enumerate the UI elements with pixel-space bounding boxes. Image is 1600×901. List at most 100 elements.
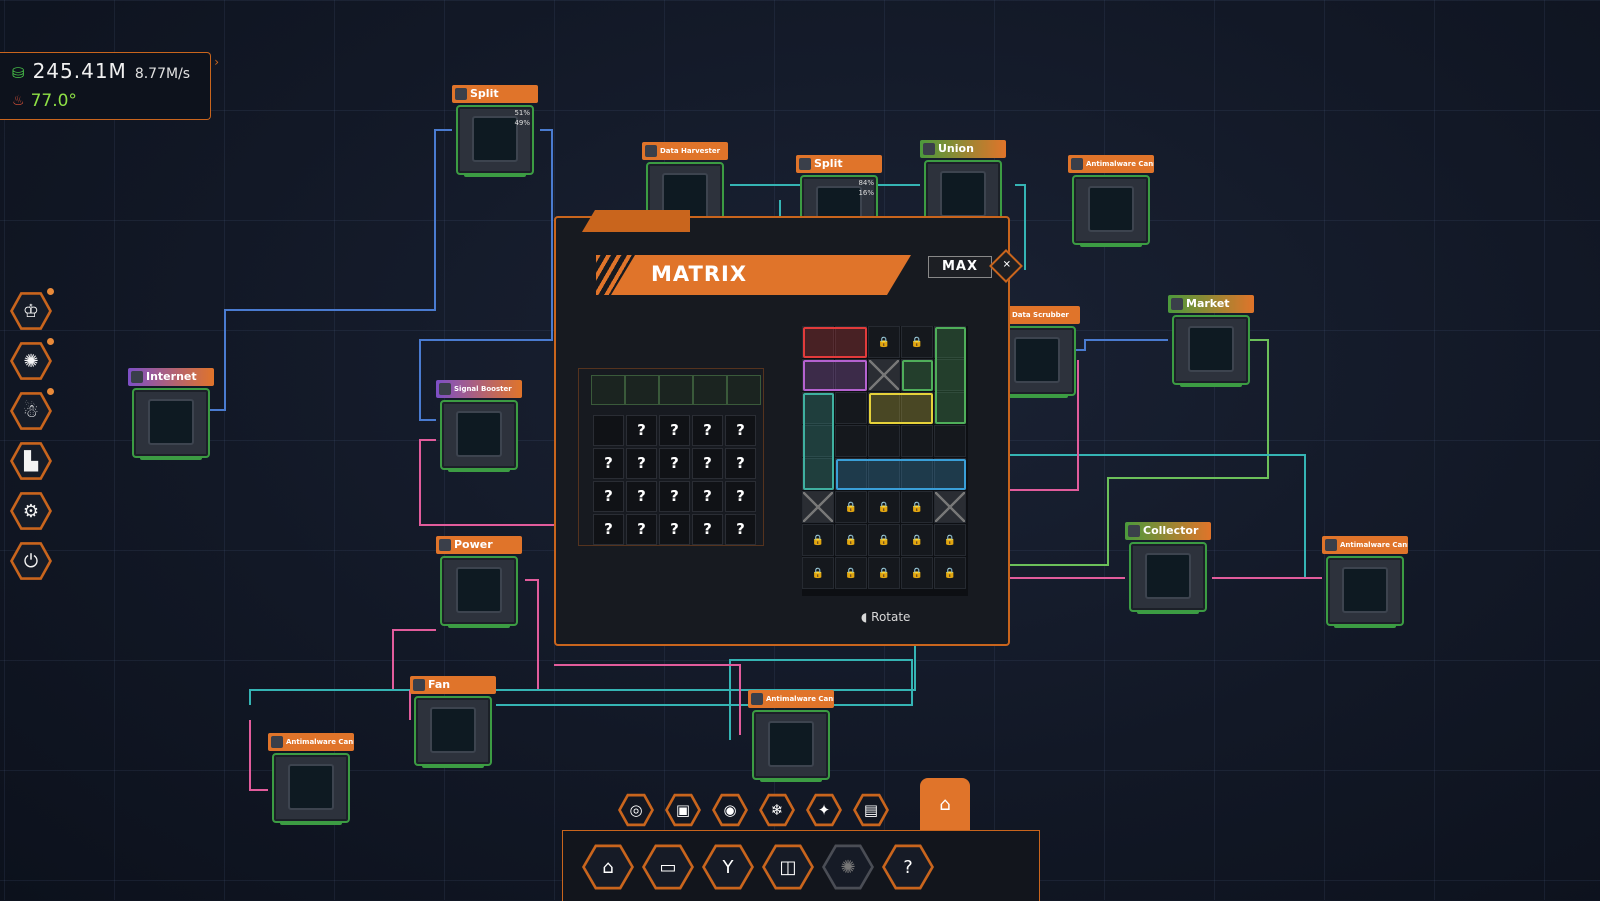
node-antimalware-1[interactable]: Antimalware Cannon: [1068, 155, 1154, 247]
matrix-slot[interactable]: [802, 326, 834, 358]
locked-slot[interactable]: 🔒: [835, 491, 867, 523]
node-label: Antimalware Cannon: [1086, 160, 1154, 168]
locked-slot[interactable]: 🔒: [901, 557, 933, 589]
node-signal-booster[interactable]: Signal Booster: [436, 380, 522, 472]
matrix-slot[interactable]: [901, 425, 933, 457]
node-power[interactable]: Power: [436, 536, 522, 628]
placed-chip[interactable]: [902, 360, 933, 391]
toolbar-button[interactable]: Y: [702, 842, 754, 892]
node-market[interactable]: Market: [1168, 295, 1254, 387]
node-fan[interactable]: Fan: [410, 676, 496, 768]
matrix-slot[interactable]: [901, 458, 933, 490]
node-antimalware-4[interactable]: Antimalware Cannon: [748, 690, 834, 782]
placed-chip[interactable]: [803, 360, 867, 391]
locked-slot[interactable]: 🔒: [868, 557, 900, 589]
toolbar-button[interactable]: ⌂: [582, 842, 634, 892]
category-button[interactable]: ❄: [759, 792, 795, 828]
matrix-slot[interactable]: [802, 425, 834, 457]
unknown-chip-slot[interactable]: ?: [659, 514, 690, 545]
side-menu-button[interactable]: ⚙: [10, 490, 52, 532]
side-menu-button[interactable]: ▙: [10, 440, 52, 482]
placed-chip[interactable]: [869, 393, 933, 424]
side-menu-button[interactable]: ☃: [10, 388, 54, 432]
toolbar-selected-shop[interactable]: ⌂: [920, 778, 970, 830]
locked-slot[interactable]: 🔒: [802, 557, 834, 589]
filter-slot[interactable]: [727, 375, 761, 405]
locked-slot[interactable]: 🔒: [868, 326, 900, 358]
category-button[interactable]: ✦: [806, 792, 842, 828]
side-menu-button[interactable]: ⏻: [10, 540, 52, 582]
matrix-slot[interactable]: [868, 392, 900, 424]
unknown-chip-slot[interactable]: ?: [626, 415, 657, 446]
unknown-chip-slot[interactable]: ?: [659, 448, 690, 479]
locked-slot[interactable]: 🔒: [835, 557, 867, 589]
node-antimalware-3[interactable]: Antimalware Cannon: [268, 733, 354, 825]
blocked-slot[interactable]: [802, 491, 834, 523]
locked-slot[interactable]: 🔒: [868, 524, 900, 556]
side-menu-button[interactable]: ✺: [10, 338, 54, 382]
placed-chip[interactable]: [803, 327, 867, 358]
node-internet[interactable]: Internet: [128, 368, 214, 460]
filter-slot[interactable]: [625, 375, 659, 405]
unknown-chip-slot[interactable]: ?: [725, 415, 756, 446]
unknown-chip-slot[interactable]: ?: [659, 415, 690, 446]
unknown-chip-slot[interactable]: ?: [692, 481, 723, 512]
matrix-slot[interactable]: [934, 425, 966, 457]
side-menu-button[interactable]: ♔: [10, 288, 54, 332]
unknown-chip-slot[interactable]: ?: [626, 448, 657, 479]
matrix-slot[interactable]: [868, 458, 900, 490]
unknown-chip-slot[interactable]: [593, 415, 624, 446]
locked-slot[interactable]: 🔒: [901, 326, 933, 358]
locked-slot[interactable]: 🔒: [868, 491, 900, 523]
rotate-hint[interactable]: ◖ Rotate: [861, 610, 910, 624]
locked-slot[interactable]: 🔒: [901, 491, 933, 523]
placed-chip[interactable]: [803, 393, 834, 490]
blocked-slot[interactable]: [868, 359, 900, 391]
unknown-chip-slot[interactable]: ?: [626, 514, 657, 545]
matrix-slot[interactable]: [835, 392, 867, 424]
locked-slot[interactable]: 🔒: [901, 524, 933, 556]
category-button[interactable]: ◉: [712, 792, 748, 828]
node-antimalware-2[interactable]: Antimalware Cannon: [1322, 536, 1408, 628]
matrix-slot[interactable]: [835, 359, 867, 391]
matrix-slot[interactable]: [868, 425, 900, 457]
matrix-slot[interactable]: [934, 458, 966, 490]
unknown-chip-slot[interactable]: ?: [692, 448, 723, 479]
filter-slot[interactable]: [659, 375, 693, 405]
unknown-chip-slot[interactable]: ?: [593, 514, 624, 545]
unknown-chip-slot[interactable]: ?: [692, 415, 723, 446]
matrix-slot[interactable]: [934, 326, 966, 358]
unknown-chip-slot[interactable]: ?: [593, 481, 624, 512]
unknown-chip-slot[interactable]: ?: [725, 448, 756, 479]
unknown-chip-slot[interactable]: ?: [725, 481, 756, 512]
node-data-scrubber[interactable]: Data Scrubber: [994, 306, 1080, 398]
placed-chip[interactable]: [935, 327, 966, 424]
toolbar-button[interactable]: ◫: [762, 842, 814, 892]
category-button[interactable]: ◎: [618, 792, 654, 828]
category-button[interactable]: ▤: [853, 792, 889, 828]
unknown-chip-slot[interactable]: ?: [692, 514, 723, 545]
locked-slot[interactable]: 🔒: [802, 524, 834, 556]
toolbar-button[interactable]: ▭: [642, 842, 694, 892]
matrix-slot[interactable]: [802, 458, 834, 490]
matrix-slot[interactable]: [934, 392, 966, 424]
locked-slot[interactable]: 🔒: [934, 557, 966, 589]
filter-slot[interactable]: [693, 375, 727, 405]
unknown-chip-slot[interactable]: ?: [593, 448, 624, 479]
filter-slot[interactable]: [591, 375, 625, 405]
chevron-right-icon[interactable]: ›: [214, 55, 219, 69]
toolbar-button[interactable]: ✺: [822, 842, 874, 892]
matrix-slot[interactable]: [835, 425, 867, 457]
node-collector[interactable]: Collector: [1125, 522, 1211, 614]
unknown-chip-slot[interactable]: ?: [659, 481, 690, 512]
placed-chip[interactable]: [836, 459, 966, 490]
toolbar-button[interactable]: ?: [882, 842, 934, 892]
locked-slot[interactable]: 🔒: [934, 524, 966, 556]
matrix-slot[interactable]: [901, 392, 933, 424]
unknown-chip-slot[interactable]: ?: [626, 481, 657, 512]
blocked-slot[interactable]: [934, 491, 966, 523]
unknown-chip-slot[interactable]: ?: [725, 514, 756, 545]
locked-slot[interactable]: 🔒: [835, 524, 867, 556]
category-button[interactable]: ▣: [665, 792, 701, 828]
